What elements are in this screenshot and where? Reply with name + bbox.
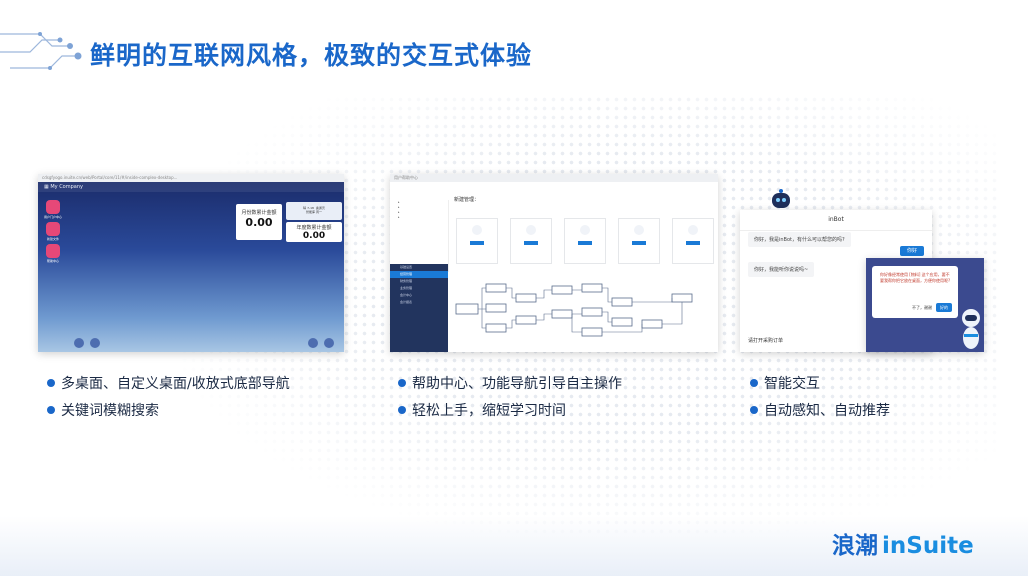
bullet-dot-icon <box>398 379 406 387</box>
tree-item[interactable]: ▸ <box>398 200 400 204</box>
bullet-dot-icon <box>47 406 55 414</box>
slide-title: 鲜明的互联网风格，极致的交互式体验 <box>90 41 533 70</box>
process-flowchart <box>455 283 693 337</box>
desktop-top-bar: ▦ My Company <box>38 182 344 192</box>
bullet-dot-icon <box>398 406 406 414</box>
tree-item[interactable]: ▸ <box>398 205 400 209</box>
bot-prompt-bubble: 你好，我能听你说说吗~ <box>748 262 815 277</box>
help-card[interactable] <box>672 218 714 264</box>
section-title: 新建管理： <box>454 197 480 203</box>
card-view-button[interactable] <box>578 241 592 245</box>
help-top-area: ▸ ▸ ▸ ▸ 新建管理： <box>390 182 718 272</box>
reply-hello-button[interactable]: 你好 <box>900 246 924 256</box>
tree-item[interactable]: ▸ <box>398 215 400 219</box>
circuit-decoration-icon <box>0 32 82 70</box>
taskbar-cloud-icon[interactable] <box>308 338 318 348</box>
card-icon <box>472 225 482 235</box>
bullet-item: 智能交互 <box>750 371 890 398</box>
card-label: 年度数累计金额 <box>296 225 332 231</box>
help-nav-menu: 基础设置 经营管理 财务管理 业务管理 会计中心 会计报表 <box>390 264 448 352</box>
tree-item[interactable]: ▸ <box>398 210 400 214</box>
robot-mascot-icon <box>962 309 980 349</box>
nav-item[interactable]: 业务管理 <box>400 286 413 290</box>
bot-greeting-bubble: 你好，我是inBot，有什么可以帮您的吗? <box>748 232 851 247</box>
nav-item-active[interactable]: 经营管理 <box>390 271 448 278</box>
weather-text: 晴 7-18 奥通灵 智能库 周一 <box>303 206 325 214</box>
app-label: 新建文件 <box>46 237 59 241</box>
logo-en: inSuite <box>882 533 974 559</box>
weather-widget: 晴 7-18 奥通灵 智能库 周一 <box>286 202 342 220</box>
help-card[interactable] <box>618 218 660 264</box>
desktop-area: ▦ My Company 用户门户中心 新建文件 帮助中心 月份数累计金额 0.… <box>38 182 344 352</box>
bullet-dot-icon <box>47 379 55 387</box>
help-card[interactable] <box>564 218 606 264</box>
card-icon <box>526 225 536 235</box>
bullet-list-help: 帮助中心、功能导航引导自主操作 轻松上手，缩短学习时间 <box>398 371 622 425</box>
logo-cn: 浪潮 <box>832 533 878 559</box>
desktop-screenshot: cdsgfyogo.inuite.cn/web/Portal/core/11/#… <box>38 174 344 352</box>
app-label: 帮助中心 <box>46 259 59 263</box>
bot-name: inBot <box>740 210 932 231</box>
app-label: 用户门户中心 <box>43 215 62 219</box>
help-center-screenshot: 用户帮助中心 ▸ ▸ ▸ ▸ 新建管理： 基础设置 经营管理 财务管理 业务管理… <box>390 174 718 352</box>
monthly-amount-card[interactable]: 月份数累计金额 0.00 <box>236 204 282 240</box>
help-card[interactable] <box>510 218 552 264</box>
dialog-message: 你好像经常使用 [物料] 这个应用，要不要我帮你把它放在桌面，方便你使用呢? <box>880 272 951 283</box>
bullet-dot-icon <box>750 406 758 414</box>
company-switcher[interactable]: My Company <box>50 184 83 190</box>
bullet-dot-icon <box>750 379 758 387</box>
bullet-list-bot: 智能交互 自动感知、自动推荐 <box>750 371 890 425</box>
chat-input-text[interactable]: 请打开采购订单 <box>748 338 784 344</box>
smart-suggestion-popup: 你好像经常使用 [物料] 这个应用，要不要我帮你把它放在桌面，方便你使用呢? 不… <box>866 258 984 352</box>
robot-icon <box>772 189 790 208</box>
card-icon <box>634 225 644 235</box>
card-icon <box>580 225 590 235</box>
card-label: 月份数累计金额 <box>241 210 277 216</box>
nav-item[interactable]: 财务管理 <box>400 279 413 283</box>
nav-item[interactable]: 基础设置 <box>400 265 413 269</box>
bullet-item: 轻松上手，缩短学习时间 <box>398 398 622 425</box>
card-value: 0.00 <box>245 216 273 229</box>
help-card[interactable] <box>456 218 498 264</box>
card-view-button[interactable] <box>524 241 538 245</box>
yearly-amount-card[interactable]: 年度数累计金额 0.00 <box>286 222 342 242</box>
app-icon-help[interactable] <box>46 244 60 258</box>
card-icon <box>688 225 698 235</box>
dialog-cancel-button[interactable]: 不了，谢谢 <box>912 305 932 310</box>
app-icon-portal[interactable] <box>46 200 60 214</box>
card-value: 0.00 <box>302 231 326 241</box>
nav-item[interactable]: 会计中心 <box>400 293 413 297</box>
bullet-list-desktop: 多桌面、自定义桌面/收放式底部导航 关键词模糊搜索 <box>47 371 290 425</box>
card-view-button[interactable] <box>686 241 700 245</box>
bullet-item: 关键词模糊搜索 <box>47 398 290 425</box>
taskbar-menu-icon[interactable] <box>324 338 334 348</box>
app-icon-new-file[interactable] <box>46 222 60 236</box>
taskbar-search-icon[interactable] <box>90 338 100 348</box>
suggestion-dialog: 你好像经常使用 [物料] 这个应用，要不要我帮你把它放在桌面，方便你使用呢? 不… <box>872 266 958 318</box>
dialog-ok-button[interactable]: 好的 <box>936 303 952 312</box>
taskbar-desktop-icon[interactable] <box>74 338 84 348</box>
bullet-item: 自动感知、自动推荐 <box>750 398 890 425</box>
bullet-item: 帮助中心、功能导航引导自主操作 <box>398 371 622 398</box>
nav-item[interactable]: 会计报表 <box>400 300 413 304</box>
card-view-button[interactable] <box>470 241 484 245</box>
help-side-tree: ▸ ▸ ▸ ▸ <box>390 200 449 272</box>
bullet-item: 多桌面、自定义桌面/收放式底部导航 <box>47 371 290 398</box>
card-view-button[interactable] <box>632 241 646 245</box>
